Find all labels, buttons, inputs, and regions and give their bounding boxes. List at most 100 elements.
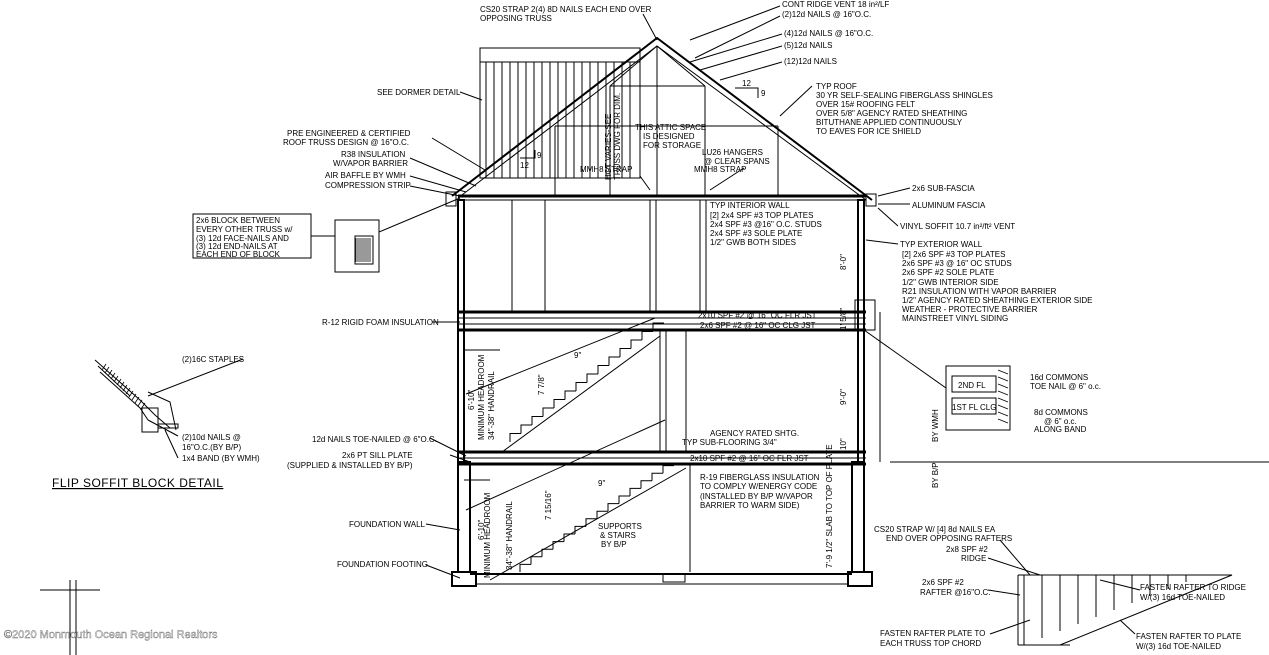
stair-step — [597, 365, 609, 374]
tread-upper: 9" — [574, 351, 581, 360]
dim-6-10-lower: 6'-10" — [477, 519, 486, 540]
exterior-wall-label: TYP EXTERIOR WALL — [900, 240, 983, 249]
dim-1-5-8: 1' 5/8" — [839, 308, 848, 330]
cs20-strap-label-line1: CS20 STRAP 2(4) 8D NAILS EACH END OVER — [480, 5, 652, 14]
stair-step — [552, 541, 564, 550]
lu26-line2: @ CLEAR SPANS — [704, 157, 770, 166]
stair-step — [596, 510, 608, 519]
fasten-rafter-plate-label: FASTEN RAFTER TO PLATE — [1136, 632, 1241, 641]
ridge-vent-label: CONT RIDGE VENT 18 in²/LF — [782, 0, 889, 9]
soffit-hatch-line — [116, 378, 122, 386]
stair-step — [619, 348, 631, 357]
handrail-lower: 34"-38" HANDRAIL — [505, 501, 514, 570]
copyright-watermark: ©2020 Monmouth Ocean Regional Realtors — [4, 629, 218, 641]
leader-lines — [147, 5, 1269, 635]
r19-line4: BARRIER TO WARM SIDE) — [700, 501, 800, 510]
commons-8d-label: 8d COMMONS — [1034, 408, 1088, 417]
ceiling-joist-label: 2x6 SPF #2 @ 16" OC CLG JST — [700, 321, 816, 330]
typ-roof-line3: OVER 15# ROOFING FELT — [816, 100, 915, 109]
stair-step — [651, 472, 663, 481]
block-line3: (3) 12d FACE-NAILS AND — [196, 234, 289, 243]
soffit-hatch — [101, 363, 146, 410]
band-hatch-line — [997, 390, 1009, 396]
commons-8d-line2: @ 6" o.c. — [1044, 417, 1077, 426]
interior-wall-line5: 1/2" GWB BOTH SIDES — [710, 238, 796, 247]
nails-4-12d-label: (4)12d NAILS @ 16"O.C. — [784, 29, 873, 38]
nails-2-12d-label: (2)12d NAILS @ 16"O.C. — [782, 10, 871, 19]
agency-shtg-line2: TYP SUB-FLOORING 3/4" — [682, 438, 777, 447]
r12-label: R-12 RIGID FOAM INSULATION — [322, 318, 439, 327]
rafter-verticals — [1023, 575, 1187, 645]
foundation-wall-label: FOUNDATION WALL — [349, 520, 426, 529]
soffit-hatch-line — [134, 396, 140, 404]
fasten-plate-line2: EACH TRUSS TOP CHORD — [880, 639, 981, 648]
soffit-hatch-line — [140, 402, 146, 410]
handrail-upper: 34"-38" HANDRAIL — [487, 371, 496, 440]
see-dormer-label: SEE DORMER DETAIL — [377, 88, 461, 97]
stair-step — [519, 563, 531, 572]
hgt-varies-label: HGT VARIES-SEE — [604, 114, 613, 180]
band-hatch-line — [997, 418, 1009, 424]
air-baffle-label: AIR BAFFLE BY WMH — [325, 171, 406, 180]
supports-line3: BY B/P — [601, 540, 627, 549]
first-fl-clg-label: 1ST FL CLG — [952, 403, 996, 412]
stair-step — [520, 424, 532, 434]
stair-step — [575, 382, 587, 391]
supports-label: SUPPORTS — [598, 522, 642, 531]
nails-12-12d-label: (12)12d NAILS — [784, 57, 837, 66]
stair-step — [553, 399, 565, 408]
soffit-hatch-line — [107, 369, 113, 377]
interior-wall-label: TYP INTERIOR WALL — [710, 201, 790, 210]
soffit-hatch-line — [119, 381, 125, 389]
dim-6-10-upper: 6'-10" — [467, 389, 476, 410]
typ-roof-line4: OVER 5/8" AGENCY RATED SHEATHING — [816, 109, 967, 118]
typ-roof-line6: TO EAVES FOR ICE SHIELD — [816, 127, 921, 136]
block-line4: (3) 12d END-NAILS AT — [196, 242, 278, 251]
pre-engineered-line2: ROOF TRUSS DESIGN @ 16"O.C. — [283, 138, 409, 147]
band-hatch — [997, 369, 1009, 424]
ridge-line2: RIDGE — [961, 554, 986, 563]
exterior-wall-line2: [2] 2x6 SPF #3 TOP PLATES — [902, 250, 1005, 259]
stair-step — [542, 407, 554, 417]
supports-line2: & STAIRS — [600, 531, 636, 540]
soffit-hatch-line — [131, 393, 137, 401]
attic-line2: IS DESIGNED — [643, 132, 695, 141]
interior-walls — [464, 200, 707, 572]
nails-5-12d-label: (5)12d NAILS — [784, 41, 832, 50]
stair-step — [564, 390, 576, 400]
stair-step — [531, 416, 543, 425]
interior-wall-line3: 2x4 SPF #3 @16" O.C. STUDS — [710, 220, 822, 229]
riser-upper: 7 7/8" — [537, 374, 546, 395]
fasten-ridge-label: FASTEN RAFTER TO RIDGE — [1140, 583, 1246, 592]
stair-step — [541, 548, 553, 557]
roof-truss — [445, 36, 877, 207]
rafter-label: 2x6 SPF #2 — [922, 578, 964, 587]
pitch-run-upper: 12 — [742, 79, 751, 88]
nails-10d-label: (2)10d NAILS @ — [182, 433, 241, 442]
mmh8-strap-left: MMH8 STRAP — [580, 165, 632, 174]
r19-line3: (INSTALLED BY B/P W/VAPOR — [700, 492, 813, 501]
block-label: 2x6 BLOCK BETWEEN — [196, 216, 280, 225]
soffit-hatch-line — [110, 372, 116, 380]
pitch-run-lower: 12 — [520, 161, 529, 170]
block-line2: EVERY OTHER TRUSS w/ — [196, 225, 293, 234]
stair-step — [586, 373, 598, 383]
riser-lower: 7 15/16" — [544, 490, 553, 520]
attic-line3: FOR STORAGE — [643, 141, 701, 150]
soffit-hatch-line — [137, 399, 143, 407]
flip-soffit-title: FLIP SOFFIT BLOCK DETAIL — [52, 476, 223, 490]
agency-shtg-label: AGENCY RATED SHTG. — [710, 429, 799, 438]
text-labels: CS20 STRAP 2(4) 8D NAILS EACH END OVER O… — [4, 0, 1246, 651]
tread-lower: 9" — [598, 479, 605, 488]
band-hatch-line — [997, 397, 1009, 403]
pitch-rise-upper: 9 — [761, 89, 766, 98]
dormer-framing — [479, 47, 641, 179]
cs20-strap-br-label: CS20 STRAP W/ [4] 8d NAILS EA — [874, 525, 996, 534]
dim-10: 10" — [839, 438, 848, 450]
exterior-wall-line4: 2x6 SPF #2 SOLE PLATE — [902, 268, 994, 277]
band-label: 1x4 BAND (BY WMH) — [182, 454, 260, 463]
stair-step — [652, 322, 664, 332]
vinyl-soffit-label: VINYL SOFFIT 10.7 in²/ft² VENT — [900, 222, 1015, 231]
exterior-wall-line8: WEATHER - PROTECTIVE BARRIER — [902, 305, 1038, 314]
